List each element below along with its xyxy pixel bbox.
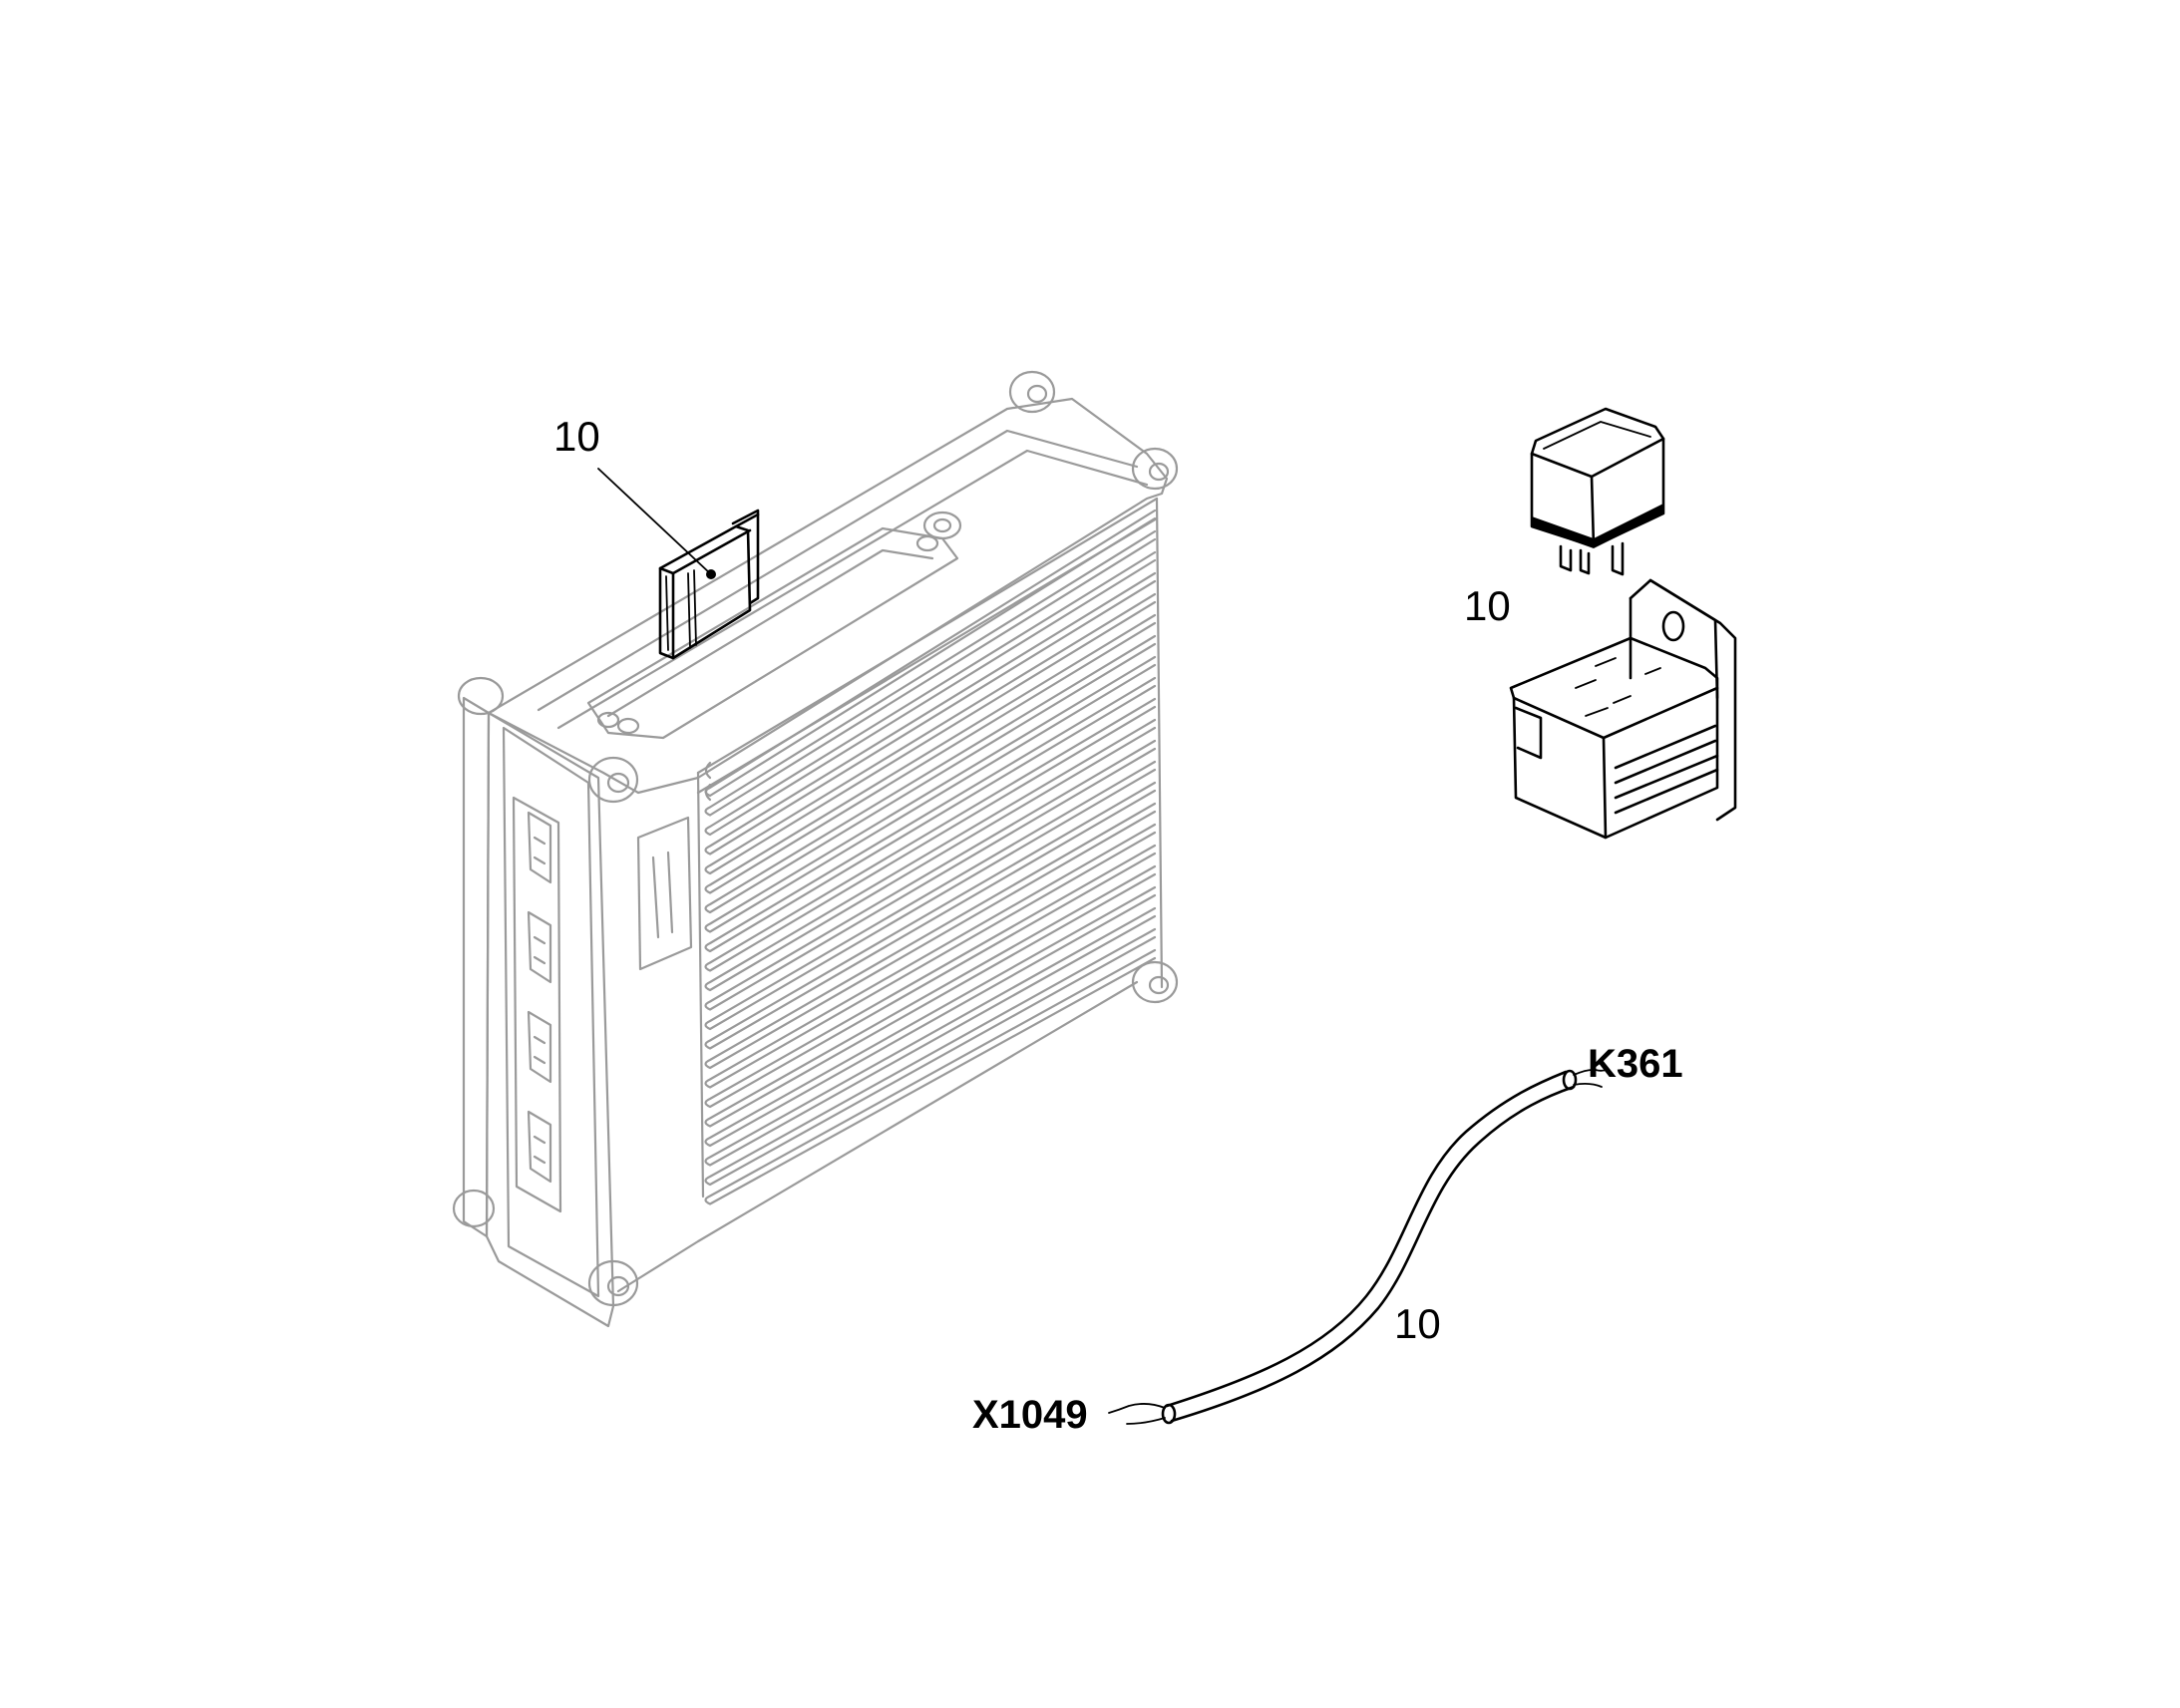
- cooling-fin: [704, 906, 1157, 1167]
- cooling-fin: [704, 509, 1157, 798]
- cooling-fin: [704, 550, 1157, 837]
- relay: [1530, 407, 1665, 576]
- cooling-fin: [704, 613, 1157, 894]
- cooling-fin: [704, 634, 1157, 914]
- cooling-fin: [704, 948, 1157, 1205]
- callout-harness: 10: [1394, 1300, 1441, 1347]
- cooling-fin: [704, 655, 1157, 933]
- ecu-module: [452, 370, 1179, 1328]
- cooling-fin: [704, 927, 1157, 1187]
- callout-relay: 10: [1464, 582, 1511, 629]
- cooling-fin: [704, 697, 1157, 972]
- cooling-fin: [704, 864, 1157, 1128]
- cooling-fin: [704, 844, 1157, 1109]
- wiring-harness: [1108, 1068, 1609, 1425]
- cooling-fin: [704, 823, 1157, 1089]
- cooling-fin: [704, 739, 1157, 1011]
- cooling-fin: [704, 885, 1157, 1148]
- connector-label-end-b: X1049: [972, 1393, 1088, 1437]
- ecu-connector-ports: [512, 796, 562, 1213]
- cooling-fin: [704, 676, 1157, 953]
- cooling-fin: [704, 592, 1157, 875]
- eprom-insert: [658, 509, 760, 660]
- cooling-fin: [704, 802, 1157, 1070]
- cooling-fin: [704, 781, 1157, 1050]
- relay-socket-bracket: [1509, 578, 1737, 840]
- leader-line-ecu: [597, 468, 712, 575]
- connector-label-end-a: K361: [1588, 1042, 1683, 1086]
- cooling-fin: [704, 760, 1157, 1031]
- cooling-fin: [704, 571, 1157, 855]
- callout-ecu-insert: 10: [553, 413, 600, 460]
- ecu-cooling-fins: [696, 497, 1159, 802]
- cooling-fin: [704, 529, 1157, 817]
- cooling-fin: [704, 718, 1157, 992]
